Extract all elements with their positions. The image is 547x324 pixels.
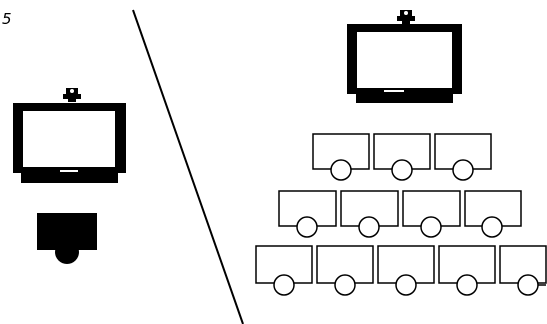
webcam-icon (63, 88, 81, 102)
chair-icon (402, 190, 461, 238)
chair-icon (255, 245, 313, 296)
chair-icon (373, 133, 431, 181)
chair-icon (278, 190, 337, 238)
chair-icon (438, 245, 496, 296)
chair-icon (464, 190, 522, 238)
seat-row-3 (255, 245, 547, 296)
monitor-icon (13, 103, 126, 183)
chair-icon (316, 245, 374, 296)
figure-number: 5 (2, 10, 12, 28)
seat-row-1 (312, 133, 492, 181)
chair-icon (312, 133, 370, 181)
webcam-icon (397, 10, 415, 24)
person-top-view-icon (37, 213, 97, 264)
right-scene (255, 10, 547, 296)
chair-icon (499, 245, 547, 296)
divider-line (132, 9, 244, 324)
chair-icon (340, 190, 399, 238)
chair-icon (377, 245, 435, 296)
left-scene (13, 88, 126, 264)
seat-row-2 (278, 190, 522, 238)
monitor-icon (347, 24, 462, 103)
chair-icon (434, 133, 492, 181)
